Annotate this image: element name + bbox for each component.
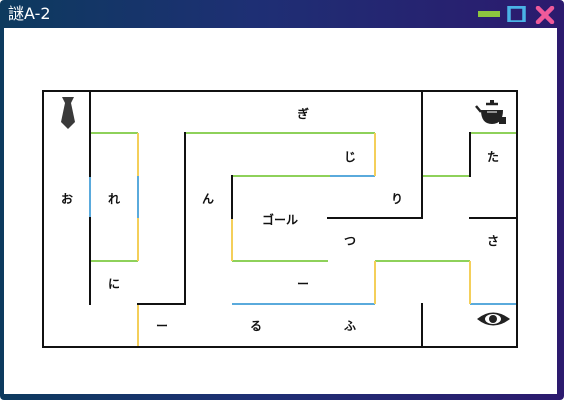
maze-walls xyxy=(42,90,518,348)
maze-cell-gi: ぎ xyxy=(297,106,309,121)
maze-cell-ji: じ xyxy=(344,150,356,164)
minimize-button[interactable] xyxy=(478,6,500,22)
maze-cell-ru: る xyxy=(250,319,262,333)
maze-cell-o: お xyxy=(61,192,73,206)
title-bar[interactable]: 謎A-2 xyxy=(0,0,564,28)
maze-cell-goal: ゴール xyxy=(262,212,298,227)
maze-cell-ri: り xyxy=(391,192,403,206)
maze-cell-n: ん xyxy=(202,192,214,206)
maze-cell-ni: に xyxy=(108,277,120,291)
necktie-icon xyxy=(61,97,75,129)
minimize-icon xyxy=(478,11,500,17)
maze-cell-ta: た xyxy=(487,150,499,164)
maze-cell-dash: ー xyxy=(156,319,168,333)
maze-cell-sa: さ xyxy=(487,234,499,248)
maximize-icon xyxy=(507,6,526,22)
maze-cell-re: れ xyxy=(108,192,120,206)
eye-icon xyxy=(477,312,510,326)
maze-colored-edges xyxy=(89,132,517,347)
maximize-button[interactable] xyxy=(507,6,529,22)
maze-labels: ぎ じ た お れ ん り ゴール つ さ に ー ー る ふ xyxy=(61,106,499,333)
maze-cell-dash: ー xyxy=(297,277,309,291)
maze-wall xyxy=(327,90,423,219)
close-button[interactable] xyxy=(535,6,557,24)
maze-wall xyxy=(137,132,186,305)
maze-cell-tsu: つ xyxy=(344,234,356,248)
maze-cell-fu: ふ xyxy=(344,319,356,333)
maze-board: ぎ じ た お れ ん り ゴール つ さ に ー ー る ふ xyxy=(42,90,518,348)
close-icon xyxy=(535,6,555,24)
window-content: ぎ じ た お れ ん り ゴール つ さ に ー ー る ふ xyxy=(4,28,557,394)
window-title: 謎A-2 xyxy=(8,4,51,23)
teapot-icon xyxy=(475,100,506,124)
